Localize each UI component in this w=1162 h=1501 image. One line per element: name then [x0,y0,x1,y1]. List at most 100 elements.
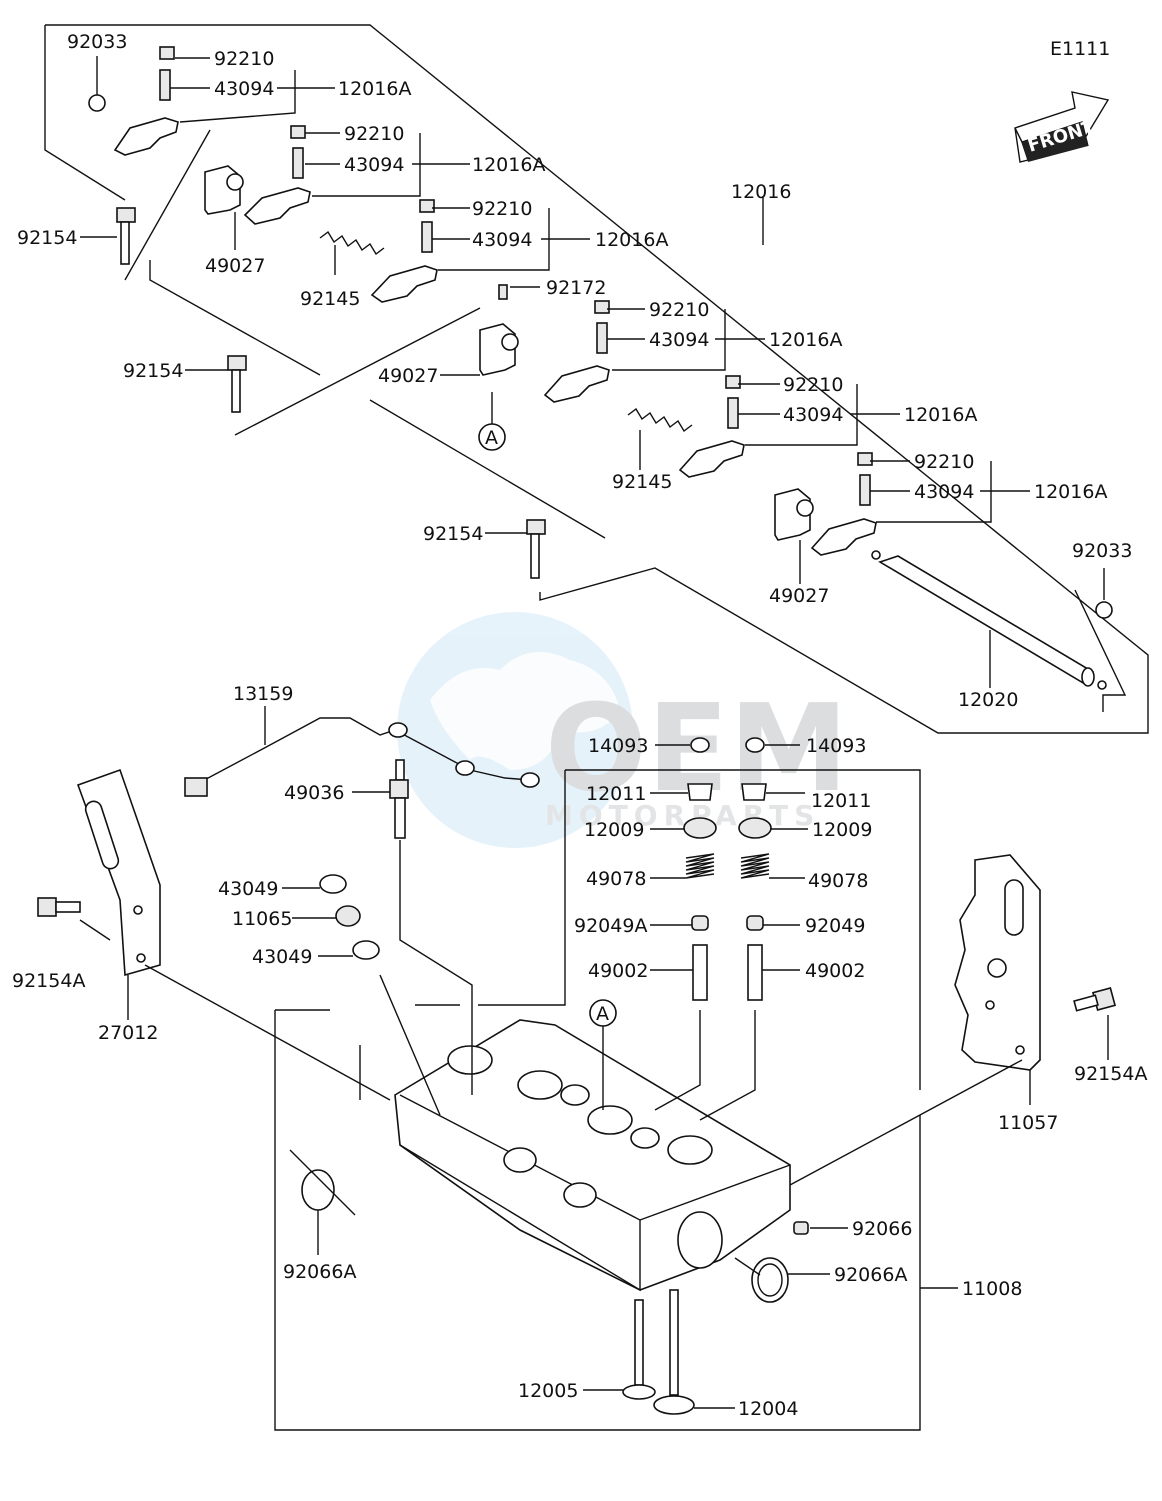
bracket-27012 [76,768,161,977]
label-92210-3: 92210 [472,198,532,220]
label-92210-6: 92210 [914,451,974,473]
stem-seal-right [746,915,764,931]
label-92049: 92049 [805,915,865,937]
label-12016A-2: 12016A [472,154,545,176]
label-92049A: 92049A [574,915,647,937]
label-92154-3: 92154 [423,523,483,545]
label-49027-1: 49027 [205,255,265,277]
label-92154-2: 92154 [123,360,183,382]
glow-plug [389,759,409,839]
valve-guide-left [692,944,708,1001]
rocker-support-3 [774,488,814,541]
label-92066A-right: 92066A [834,1264,907,1286]
bracket-11057 [954,854,1041,1071]
label-12009-right: 12009 [812,819,872,841]
label-92154-1: 92154 [17,227,77,249]
rocker-support-1 [204,165,244,215]
label-92066: 92066 [852,1218,912,1240]
watermark: OEM MOTORPARTS [397,612,848,848]
label-49078-left: 49078 [586,868,646,890]
stem-seal-left [691,915,709,931]
label-92154A-left: 92154A [12,970,85,992]
cylinder-head-outline [274,1004,921,1431]
collet-right [741,783,767,801]
rocker-group-guide [124,129,481,436]
valve-parts-outline [478,769,921,1090]
valve-spring-left [685,853,715,879]
rocker-arm-6 [810,452,877,556]
label-49002-right: 49002 [805,960,865,982]
callout-leaders [491,392,604,1110]
rocker-arm-3 [370,199,438,303]
label-14093-left: 14093 [588,735,648,757]
rocker-support-2 [479,284,519,376]
clip-92033-right [1095,601,1113,619]
label-49078-right: 49078 [808,870,868,892]
retainer-right [738,817,772,839]
label-92066A-left: 92066A [283,1261,356,1283]
label-92145-1: 92145 [300,288,360,310]
label-49002-left: 49002 [588,960,648,982]
bolt-92154A-left [37,897,81,917]
label-92033-top: 92033 [67,31,127,53]
valve-cap-right [745,737,765,753]
spring-2 [627,407,693,433]
label-12016A-6: 12016A [1034,481,1107,503]
label-14093-right: 14093 [806,735,866,757]
clip-92033-left [88,94,106,112]
label-92154A-right: 92154A [1074,1063,1147,1085]
collet-left [687,783,713,801]
label-43094-6: 43094 [914,481,974,503]
callout-a-upper: A [485,427,498,449]
valve-spring-right [740,853,770,879]
label-12005: 12005 [518,1380,578,1402]
label-12016A-3: 12016A [595,229,668,251]
label-92145-2: 92145 [612,471,672,493]
glow-plug-harness [184,717,540,797]
label-43049-upper: 43049 [218,878,278,900]
label-49027-2: 49027 [378,365,438,387]
label-12011-left: 12011 [586,783,646,805]
label-49036: 49036 [284,782,344,804]
cylinder-head [394,1019,791,1292]
label-12011-right: 12011 [811,790,871,812]
seal-43049-upper [319,874,347,894]
label-13159: 13159 [233,683,293,705]
label-43094-1: 43094 [214,78,274,100]
label-12016: 12016 [731,181,791,203]
plug-92066A-right [751,1257,789,1303]
rocker-arm-5 [678,375,745,478]
label-12016A-1: 12016A [338,78,411,100]
rocker-group-outline [44,24,1149,734]
label-92033-right: 92033 [1072,540,1132,562]
label-43094-3: 43094 [472,229,532,251]
rocker-arm-2 [243,125,311,225]
leader-lines [79,56,1127,1409]
label-12016A-5: 12016A [904,404,977,426]
label-27012: 27012 [98,1022,158,1044]
valve-12004 [653,1289,695,1415]
label-12009-left: 12009 [584,819,644,841]
label-43094-2: 43094 [344,154,404,176]
label-49027-3: 49027 [769,585,829,607]
valve-guide-right [747,944,763,1001]
label-92210-5: 92210 [783,374,843,396]
diagram-code: E1111 [1050,38,1110,60]
valve-12005 [622,1299,656,1400]
rocker-shaft [871,550,1107,690]
label-92210-4: 92210 [649,299,709,321]
spring-1 [319,230,385,256]
bolt-92154-2 [227,355,247,413]
watermark-globe [397,612,633,848]
bolt-92154-1 [116,207,136,265]
seal-43049-lower [352,940,380,960]
label-11057: 11057 [998,1112,1058,1134]
part-number-labels: 92033 92210 43094 12016A 92210 43094 120… [12,31,1147,1420]
valve-cap-left [690,737,710,753]
seal-11065 [335,905,361,927]
label-92172: 92172 [546,277,606,299]
rocker-arm-1 [113,46,179,156]
plug-92066 [793,1221,809,1235]
